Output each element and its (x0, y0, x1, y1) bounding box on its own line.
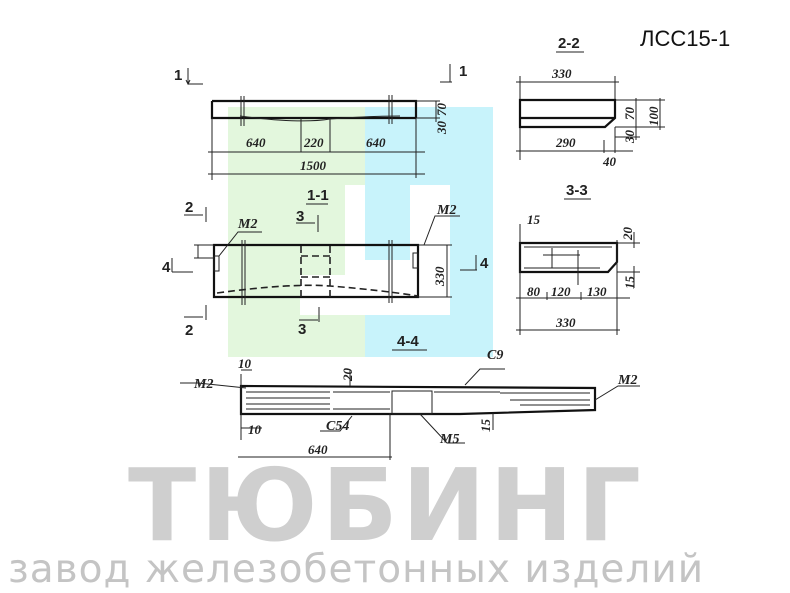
dim-290: 290 (555, 135, 576, 150)
dim-10-bottom: 10 (248, 422, 262, 437)
plan-view: 1-1 2 2 3 3 4 4 M2 M2 330 4-4 (162, 187, 489, 351)
logo-cyan-shape (365, 107, 493, 357)
dim-70-2-2: 70 (622, 107, 637, 121)
label-m2-right: M2 (436, 203, 456, 218)
elevation-view: 1 1 640 220 640 1500 70 30 (174, 63, 467, 180)
dim-10-top: 10 (238, 356, 252, 371)
dim-70: 70 (434, 103, 449, 117)
dim-30: 30 (434, 121, 449, 136)
dim-130: 130 (587, 284, 607, 299)
dim-15: 15 (478, 419, 493, 433)
section-mark-3-bottom: 3 (298, 321, 306, 338)
dim-330-2-2: 330 (551, 66, 572, 81)
embedded-plate-m2-right (412, 252, 419, 269)
watermark-tagline: завод железобетонных изделий (8, 547, 704, 592)
view-title-2-2: 2-2 (558, 35, 580, 52)
section-mark-4-right: 4 (480, 255, 489, 272)
view-title-1-1: 1-1 (307, 187, 329, 204)
label-m5: M5 (439, 432, 459, 447)
dim-15-3-3: 15 (622, 276, 637, 290)
label-m2-left-4-4: M2 (193, 377, 213, 392)
dim-100: 100 (646, 106, 661, 126)
dim-30-2-2: 30 (622, 130, 637, 145)
dim-40: 40 (602, 154, 617, 169)
dim-640-right: 640 (366, 135, 386, 150)
section-3-3-view: 3-3 15 20 15 80 120 130 330 (516, 182, 640, 335)
logo-watermark (228, 107, 493, 357)
embedded-plate-m2-left (213, 255, 220, 272)
section-mark-3-top: 3 (296, 208, 304, 225)
view-title-3-3: 3-3 (566, 182, 588, 199)
section-mark-1-right: 1 (459, 63, 467, 80)
product-code-title: ЛСС15-1 (640, 26, 730, 51)
dim-15-cover: 15 (527, 212, 541, 227)
section-4-4-view: M2 M2 C9 C54 M5 10 10 20 15 640 (180, 348, 640, 460)
section-mark-2-bottom: 2 (185, 322, 193, 339)
dim-220: 220 (303, 135, 324, 150)
dim-330-3-3: 330 (555, 315, 576, 330)
view-title-4-4: 4-4 (397, 333, 419, 350)
dim-20: 20 (340, 368, 355, 383)
label-m2-right-4-4: M2 (617, 373, 637, 388)
label-m2-left: M2 (237, 217, 257, 232)
dim-20-3-3: 20 (620, 227, 635, 242)
inner-block (391, 390, 433, 415)
label-c54: C54 (326, 419, 349, 434)
watermark-brand: ТЮБИНГ (128, 447, 645, 564)
label-c9: C9 (487, 348, 503, 363)
section-mark-1-left: 1 (174, 67, 182, 84)
section-mark-2-top: 2 (185, 199, 193, 216)
dim-120: 120 (551, 284, 571, 299)
logo-green-shape (228, 107, 365, 357)
section-mark-4-left: 4 (162, 259, 171, 276)
dim-330-plan: 330 (432, 266, 447, 287)
dim-640: 640 (308, 442, 328, 457)
dim-640-left: 640 (246, 135, 266, 150)
section-2-2-view: 2-2 330 290 40 70 30 100 (516, 35, 665, 169)
dim-80: 80 (527, 284, 541, 299)
dim-1500: 1500 (300, 158, 327, 173)
